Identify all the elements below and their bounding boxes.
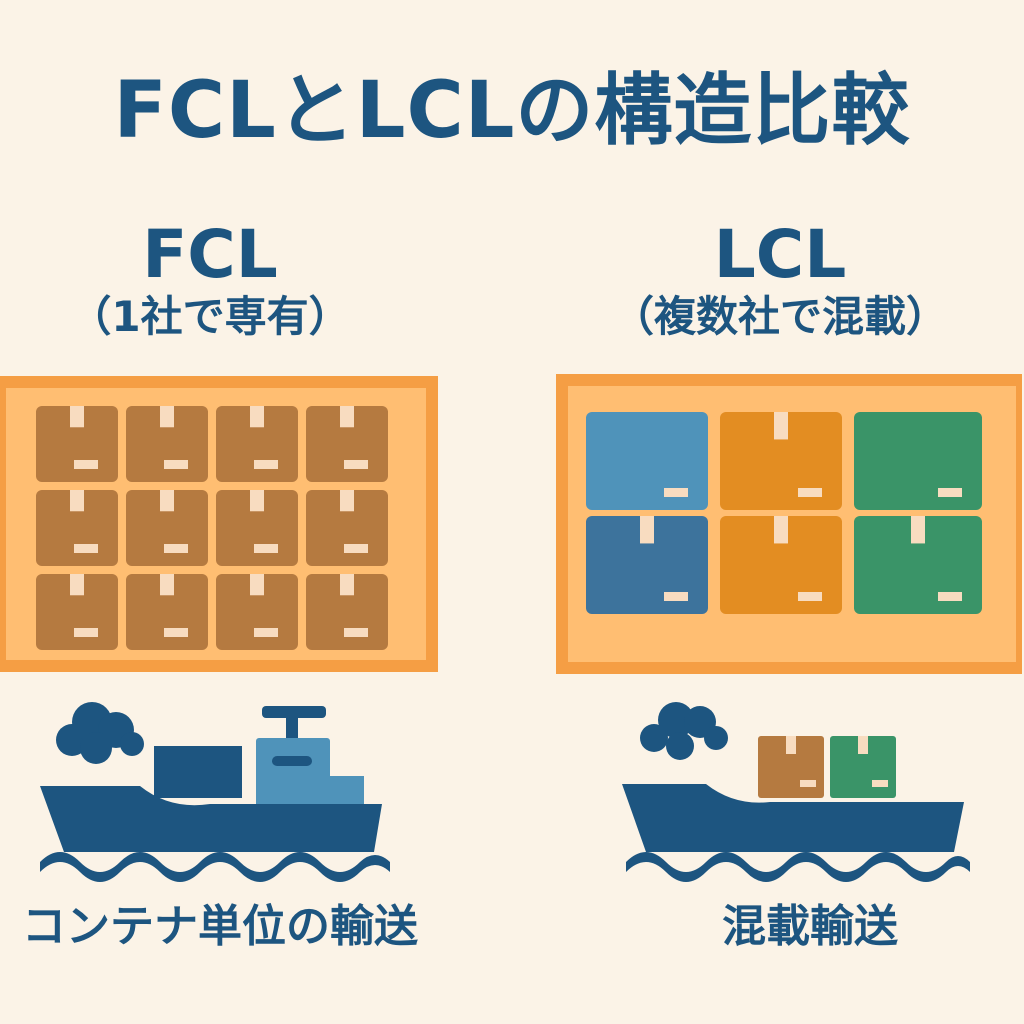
cardboard-box-icon: [36, 574, 118, 650]
cardboard-box-icon: [586, 516, 708, 614]
cardboard-box-icon: [216, 406, 298, 482]
cardboard-box-icon: [720, 412, 842, 510]
lcl-caption: 混載輸送: [722, 901, 898, 952]
page-title: FCLとLCLの構造比較: [113, 66, 911, 156]
cardboard-box-icon: [216, 490, 298, 566]
cardboard-box-icon: [854, 516, 982, 614]
smoke-cloud-icon: [56, 702, 144, 764]
cardboard-box-icon: [126, 490, 208, 566]
cardboard-box-icon: [36, 406, 118, 482]
lcl-heading: LCL: [713, 216, 847, 293]
wave-icon: [40, 852, 390, 882]
lcl-subheading: （複数社で混載）: [611, 292, 948, 341]
cardboard-box-icon: [216, 574, 298, 650]
fcl-box-grid: [36, 406, 388, 650]
cardboard-box-icon: [126, 406, 208, 482]
lcl-ship: [622, 702, 970, 882]
fcl-container: [0, 376, 438, 672]
cardboard-box-icon: [36, 490, 118, 566]
cardboard-box-icon: [854, 412, 982, 510]
smoke-cloud-icon: [640, 702, 728, 760]
fcl-subheading: （1社で専有）: [69, 292, 351, 341]
cardboard-box-icon: [586, 412, 708, 510]
fcl-ship: [40, 702, 390, 882]
lcl-box-grid: [586, 412, 982, 614]
cardboard-box-icon: [720, 516, 842, 614]
fcl-heading: FCL: [142, 216, 278, 293]
cardboard-box-icon: [830, 736, 896, 798]
cardboard-box-icon: [306, 574, 388, 650]
wave-icon: [626, 852, 970, 882]
cardboard-box-icon: [306, 406, 388, 482]
lcl-container: [556, 374, 1022, 674]
cardboard-box-icon: [758, 736, 824, 798]
cardboard-box-icon: [306, 490, 388, 566]
cardboard-box-icon: [126, 574, 208, 650]
fcl-caption: コンテナ単位の輸送: [22, 901, 418, 952]
